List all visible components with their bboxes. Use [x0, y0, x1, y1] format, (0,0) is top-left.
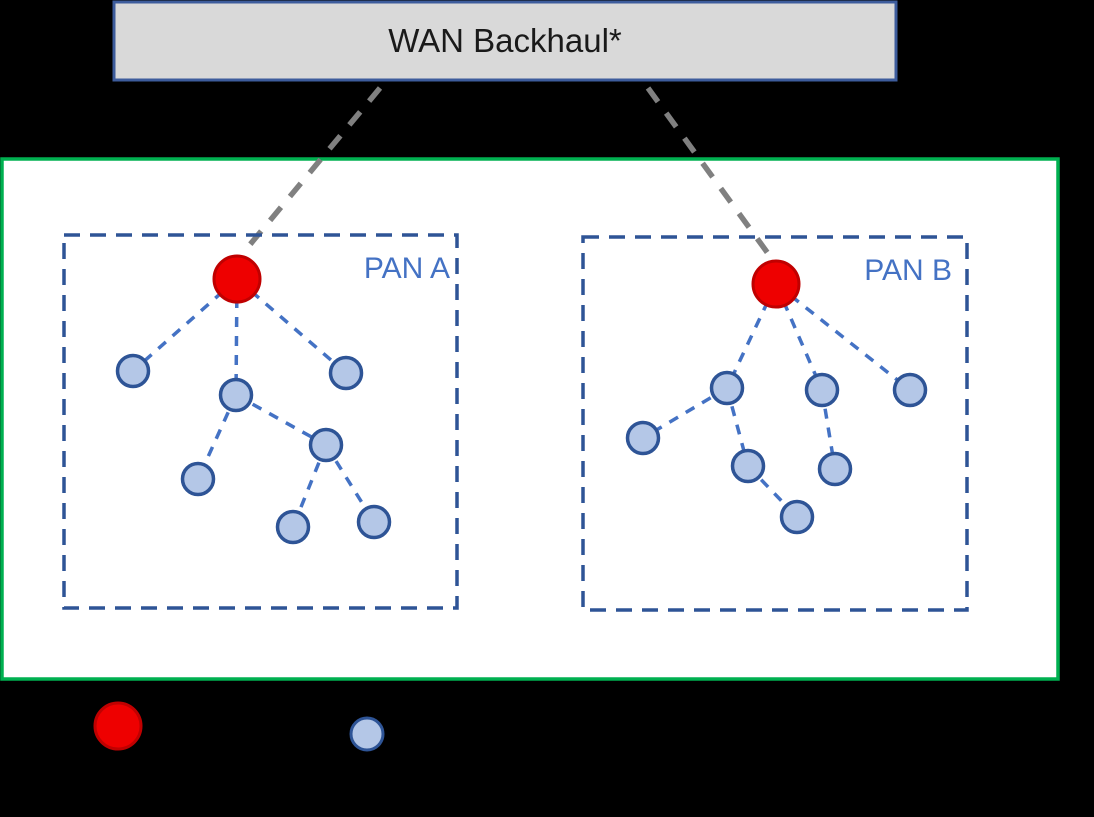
- pan-group-pan-b: PAN B: [581, 235, 969, 612]
- pan-label: PAN A: [364, 252, 450, 285]
- pan-mesh-edge: [774, 282, 912, 392]
- legend-node-marker: [349, 716, 385, 752]
- pan-group-pan-a: PAN A: [62, 233, 459, 610]
- pan-coordinator-node: [751, 259, 801, 309]
- legend-coordinator-marker: [93, 701, 143, 751]
- pan-mesh-edge: [324, 444, 376, 523]
- pan-node: [779, 499, 815, 535]
- wan-backhaul-box: [112, 0, 898, 82]
- pan-node: [625, 420, 661, 456]
- pan-box: [62, 233, 459, 610]
- pan-coordinator-node: [212, 254, 262, 304]
- pan-node: [356, 504, 392, 540]
- backhaul-link-line: [645, 86, 775, 261]
- pan-node: [804, 372, 840, 408]
- backhaul-link-line: [240, 86, 383, 255]
- backhaul-links-layer: [240, 86, 775, 261]
- pan-node: [709, 370, 745, 406]
- pan-node: [115, 353, 151, 389]
- pans-layer: PAN A PAN B: [62, 233, 969, 612]
- wan-box-layer: WAN Backhaul*: [112, 0, 898, 82]
- pan-node: [817, 451, 853, 487]
- pan-box: [581, 235, 969, 612]
- pan-label: PAN B: [864, 254, 952, 287]
- panel-layer: [0, 157, 1060, 681]
- wan-backhaul-label: WAN Backhaul*: [388, 22, 622, 59]
- pan-node: [308, 427, 344, 463]
- pan-mesh-edge: [291, 444, 328, 528]
- pan-node: [275, 509, 311, 545]
- pan-node: [892, 372, 928, 408]
- pan-mesh-edge: [725, 387, 750, 467]
- field-area-panel: [0, 157, 1060, 681]
- pan-node: [180, 461, 216, 497]
- pan-node: [218, 377, 254, 413]
- pan-node: [730, 448, 766, 484]
- legend-layer: [93, 701, 385, 752]
- pan-node: [328, 355, 364, 391]
